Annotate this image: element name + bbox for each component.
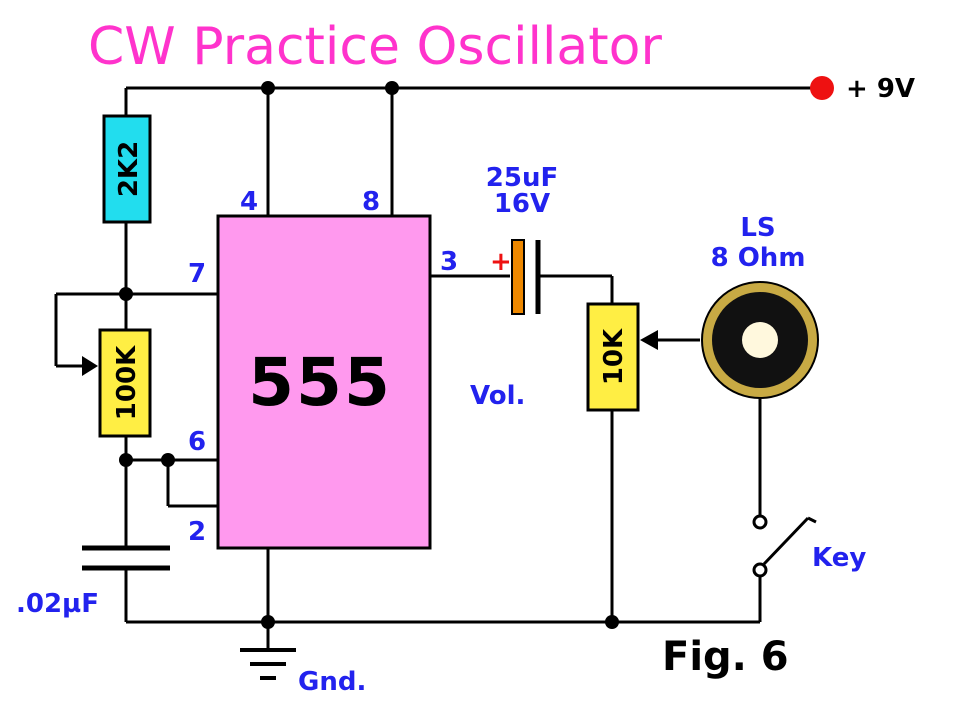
resistor-2k2-label: 2K2 (114, 141, 144, 197)
figure-label: Fig. 6 (662, 634, 789, 680)
loudspeaker (701, 281, 819, 399)
potentiometer-10k-label: 10K (599, 328, 629, 385)
speaker-name: LS (740, 213, 775, 243)
wires (54, 86, 822, 650)
capacitor-coupling-value: 25uF (486, 163, 558, 193)
volume-label: Vol. (470, 381, 525, 411)
capacitor-coupling (511, 239, 541, 315)
ic-555: 555 (216, 214, 432, 550)
pin-7-label: 7 (188, 259, 206, 289)
potentiometer-100k: 100K (82, 328, 152, 438)
junction-dots (119, 81, 619, 629)
pin-2-label: 2 (188, 517, 206, 547)
ground-symbol (240, 648, 296, 680)
wiper-arrow-icon (640, 330, 658, 350)
pin-8-label: 8 (362, 187, 380, 217)
pin-3-label: 3 (440, 247, 458, 277)
ground-label: Gnd. (298, 667, 366, 697)
speaker-icon (742, 322, 778, 358)
capacitor-timing (82, 545, 170, 571)
key-switch (752, 514, 817, 578)
potentiometer-10k: 10K (586, 302, 658, 412)
wiper-arrow-icon (82, 356, 98, 376)
potentiometer-100k-label: 100K (112, 345, 142, 420)
resistor-2k2: 2K2 (102, 114, 152, 224)
diagram-title: CW Practice Oscillator (88, 17, 663, 77)
speaker-impedance: 8 Ohm (711, 243, 806, 273)
capacitor-timing-label: .02µF (16, 589, 99, 619)
key-label: Key (812, 543, 866, 573)
supply-label: + 9V (846, 74, 915, 104)
pin-6-label: 6 (188, 427, 206, 457)
pin-4-label: 4 (240, 187, 258, 217)
capacitor-coupling-voltage: 16V (494, 189, 550, 219)
ic-label: 555 (248, 344, 392, 421)
supply-terminal (810, 76, 834, 100)
polarity-plus-icon: + (490, 247, 512, 277)
